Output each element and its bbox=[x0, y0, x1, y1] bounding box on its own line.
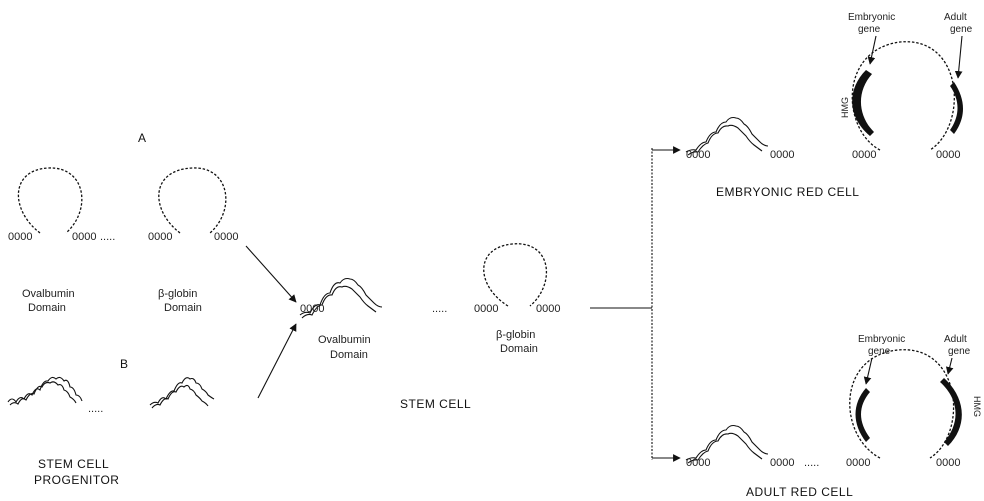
adult-gene-bottom-line2: gene bbox=[948, 346, 971, 357]
svg-text:0000: 0000 bbox=[536, 303, 560, 315]
ovalbumin-domain-center-line1: Ovalbumin bbox=[318, 334, 371, 346]
ovalbumin-domain-center-line2: Domain bbox=[330, 349, 368, 361]
svg-text:0000: 0000 bbox=[770, 149, 794, 161]
svg-text:0000: 0000 bbox=[474, 303, 498, 315]
adult-gene-top-line1: Adult bbox=[944, 12, 967, 23]
hmg-label-top: HMG bbox=[840, 97, 850, 118]
ovalbumin-domain-left-line2: Domain bbox=[28, 302, 66, 314]
embryonic-gene-bracket-bottom bbox=[855, 388, 870, 442]
beta-globin-domain-center-line1: β-globin bbox=[496, 329, 535, 341]
linker-dots-center: ..... bbox=[432, 303, 447, 315]
svg-text:0000: 0000 bbox=[686, 457, 710, 469]
embryonic-red-cell-caption: EMBRYONIC RED CELL bbox=[716, 185, 859, 199]
embryonic-gene-pointer-bottom bbox=[863, 357, 873, 385]
adult-gene-active-bracket-bottom bbox=[940, 378, 962, 446]
condensed-chromatin-left-1 bbox=[7, 376, 83, 406]
beta-globin-domain-center-line2: Domain bbox=[500, 343, 538, 355]
embryonic-gene-bottom-line1: Embryonic bbox=[858, 334, 905, 345]
adult-red-cell-caption: ADULT RED CELL bbox=[746, 485, 853, 499]
stem-cell-caption: STEM CELL bbox=[400, 397, 471, 411]
svg-text:0000: 0000 bbox=[852, 149, 876, 161]
embryonic-gene-top-line1: Embryonic bbox=[848, 12, 895, 23]
beta-globin-open-domain-embryonic: 0000 0000 bbox=[851, 41, 963, 161]
embryonic-gene-pointer-top bbox=[867, 35, 877, 65]
linker-dots-b1: ..... bbox=[88, 403, 103, 415]
embryonic-gene-top-line2: gene bbox=[858, 24, 881, 35]
adult-gene-pointer-bottom bbox=[945, 357, 954, 375]
label-b: B bbox=[120, 357, 128, 371]
stem-cell-progenitor-line2: PROGENITOR bbox=[34, 473, 119, 487]
linker-dots-a1: ..... bbox=[100, 231, 115, 243]
ovalbumin-condensed-center: 0000 bbox=[299, 277, 383, 319]
svg-text:0000: 0000 bbox=[148, 231, 172, 243]
beta-globin-domain-left-line2: Domain bbox=[164, 302, 202, 314]
adult-gene-pointer-top bbox=[954, 35, 963, 79]
linker-dots-adult: ..... bbox=[804, 457, 819, 469]
hmg-label-bottom: HMG bbox=[972, 396, 982, 417]
condensed-chromatin-left-2 bbox=[149, 377, 215, 409]
svg-text:0000: 0000 bbox=[214, 231, 238, 243]
embryonic-gene-active-bracket-top bbox=[852, 70, 874, 136]
svg-text:0000: 0000 bbox=[936, 149, 960, 161]
beta-globin-domain-left-line1: β-globin bbox=[158, 288, 197, 300]
svg-text:0000: 0000 bbox=[686, 149, 710, 161]
embryonic-gene-bottom-line2: gene bbox=[868, 346, 891, 357]
arrow-b-to-stem bbox=[257, 323, 297, 399]
svg-text:0000: 0000 bbox=[8, 231, 32, 243]
svg-text:0000: 0000 bbox=[72, 231, 96, 243]
svg-text:0000: 0000 bbox=[770, 457, 794, 469]
label-a: A bbox=[138, 131, 146, 145]
svg-text:0000: 0000 bbox=[936, 457, 960, 469]
svg-text:0000: 0000 bbox=[300, 303, 324, 315]
stem-cell-progenitor-line1: STEM CELL bbox=[38, 457, 109, 471]
ovalbumin-domain-left-line1: Ovalbumin bbox=[22, 288, 75, 300]
adult-gene-top-line2: gene bbox=[950, 24, 973, 35]
adult-gene-bottom-line1: Adult bbox=[944, 334, 967, 345]
beta-globin-loop-domain-left: 0000 0000 bbox=[148, 167, 238, 243]
beta-globin-open-domain-adult: 0000 0000 bbox=[846, 349, 962, 469]
arrow-a-to-stem bbox=[245, 245, 297, 303]
ovalbumin-condensed-adult: 0000 0000 bbox=[685, 424, 794, 469]
beta-globin-loop-domain-center: 0000 0000 bbox=[474, 243, 560, 315]
adult-gene-bracket-top bbox=[950, 82, 963, 134]
ovalbumin-loop-domain-left: 0000 0000 bbox=[8, 167, 96, 243]
ovalbumin-condensed-embryonic: 0000 0000 bbox=[685, 116, 794, 161]
svg-text:0000: 0000 bbox=[846, 457, 870, 469]
